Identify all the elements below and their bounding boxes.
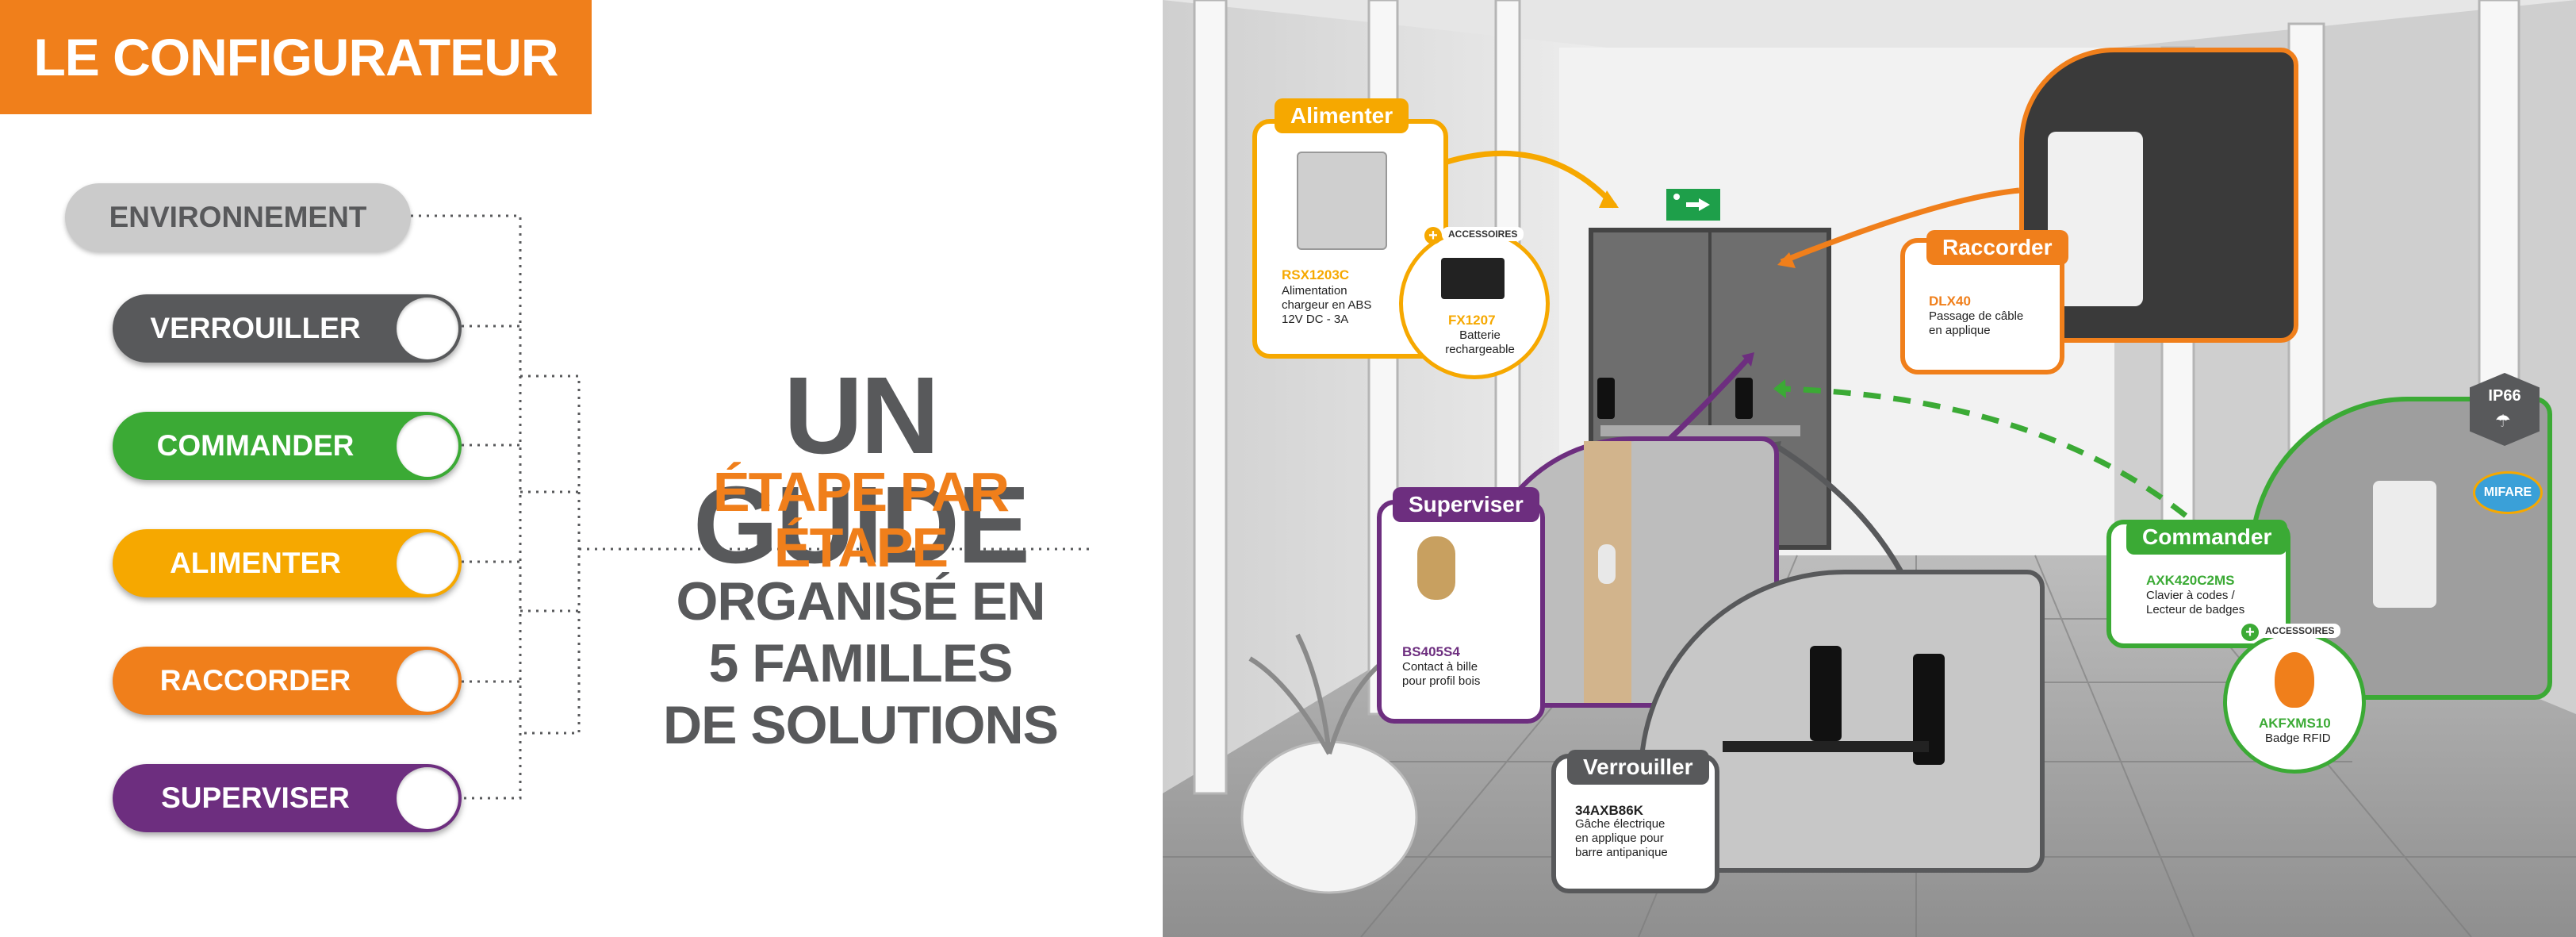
commander-desc: Clavier à codes / Lecteur de badges	[2146, 589, 2245, 616]
power-supply-icon	[1297, 152, 1387, 250]
accessory-badge: ACCESSOIRES	[2259, 624, 2341, 638]
environment-pill[interactable]: ENVIRONNEMENT	[65, 183, 411, 252]
family-label: RACCORDER	[159, 664, 351, 697]
family-pill-commander[interactable]: COMMANDER	[113, 412, 462, 480]
exit-sign-icon	[1666, 189, 1720, 221]
family-label: COMMANDER	[156, 429, 355, 462]
callout-raccorder-photo	[2019, 48, 2298, 343]
raccorder-tag: Raccorder	[1926, 230, 2068, 265]
panic-bar	[1600, 425, 1800, 436]
commander-tag: Commander	[2126, 520, 2288, 555]
alimenter-accessory-ref: FX1207	[1448, 313, 1496, 328]
callout-superviser[interactable]	[1377, 500, 1545, 724]
family-pill-alimenter[interactable]: ALIMENTER	[113, 529, 462, 597]
superviser-desc: Contact à bille pour profil bois	[1402, 660, 1481, 688]
family-toggle-circle	[397, 650, 458, 712]
organized-line-3: DE SOLUTIONS	[662, 695, 1059, 755]
illustration-panel: Alimenter RSX1203C Alimentation chargeur…	[1163, 0, 2576, 937]
configurator-title-banner: LE CONFIGURATEUR	[0, 0, 592, 114]
family-pill-superviser[interactable]: SUPERVISER	[113, 764, 462, 832]
battery-icon	[1441, 258, 1505, 299]
family-label: ALIMENTER	[170, 547, 341, 579]
alimenter-tag: Alimenter	[1275, 98, 1409, 133]
guide-heading: UN GUIDE	[692, 355, 1030, 586]
mifare-badge: MIFARE	[2473, 471, 2543, 514]
commander-ref: AXK420C2MS	[2146, 573, 2235, 588]
keypad-icon	[2373, 481, 2436, 608]
callout-commander-accessory[interactable]	[2223, 631, 2366, 774]
configurator-title: LE CONFIGURATEUR	[33, 28, 558, 86]
ip66-label: IP66	[2488, 387, 2521, 405]
family-toggle-circle	[397, 767, 458, 829]
verrouiller-ref: 34AXB86K	[1575, 803, 1643, 818]
family-label: SUPERVISER	[161, 781, 350, 814]
alimenter-ref: RSX1203C	[1282, 267, 1350, 282]
family-toggle-circle	[397, 415, 458, 477]
superviser-tag: Superviser	[1393, 487, 1539, 522]
family-pill-verrouiller[interactable]: VERROUILLER	[113, 294, 462, 363]
family-label: VERROUILLER	[150, 312, 361, 344]
ball-contact-icon	[1417, 536, 1455, 600]
dotted-connectors	[411, 214, 1094, 800]
callout-alimenter-accessory[interactable]	[1399, 228, 1550, 379]
raccorder-ref: DLX40	[1929, 294, 1971, 309]
superviser-ref: BS405S4	[1402, 644, 1460, 659]
commander-accessory-ref: AKFXMS10	[2259, 716, 2331, 731]
alimenter-accessory-desc: Batterie rechargeable	[1445, 328, 1515, 356]
raccorder-desc: Passage de câble en applique	[1929, 309, 2024, 337]
family-toggle-circle	[397, 298, 458, 359]
ip66-badge: IP66 ☂	[2470, 373, 2540, 446]
guide-subheading: ÉTAPE PAR ÉTAPE	[712, 461, 1010, 578]
organized-line-1: ORGANISÉ EN	[676, 571, 1045, 632]
rfid-badge-icon	[2275, 652, 2314, 708]
alimenter-desc: Alimentation chargeur en ABS 12V DC - 3A	[1282, 284, 1372, 326]
family-pill-raccorder[interactable]: RACCORDER	[113, 647, 462, 715]
accessory-badge: ACCESSOIRES	[1442, 227, 1524, 241]
commander-accessory-desc: Badge RFID	[2265, 732, 2331, 745]
plus-icon: +	[1424, 227, 1442, 244]
verrouiller-desc: Gâche électrique en applique pour barre …	[1575, 817, 1668, 859]
verrouiller-tag: Verrouiller	[1567, 750, 1709, 785]
organized-line-2: 5 FAMILLES	[708, 633, 1014, 693]
family-toggle-circle	[397, 532, 458, 594]
plus-icon: +	[2241, 624, 2259, 641]
rain-icon: ☂	[2495, 411, 2511, 431]
plant-decoration	[1240, 633, 1418, 894]
